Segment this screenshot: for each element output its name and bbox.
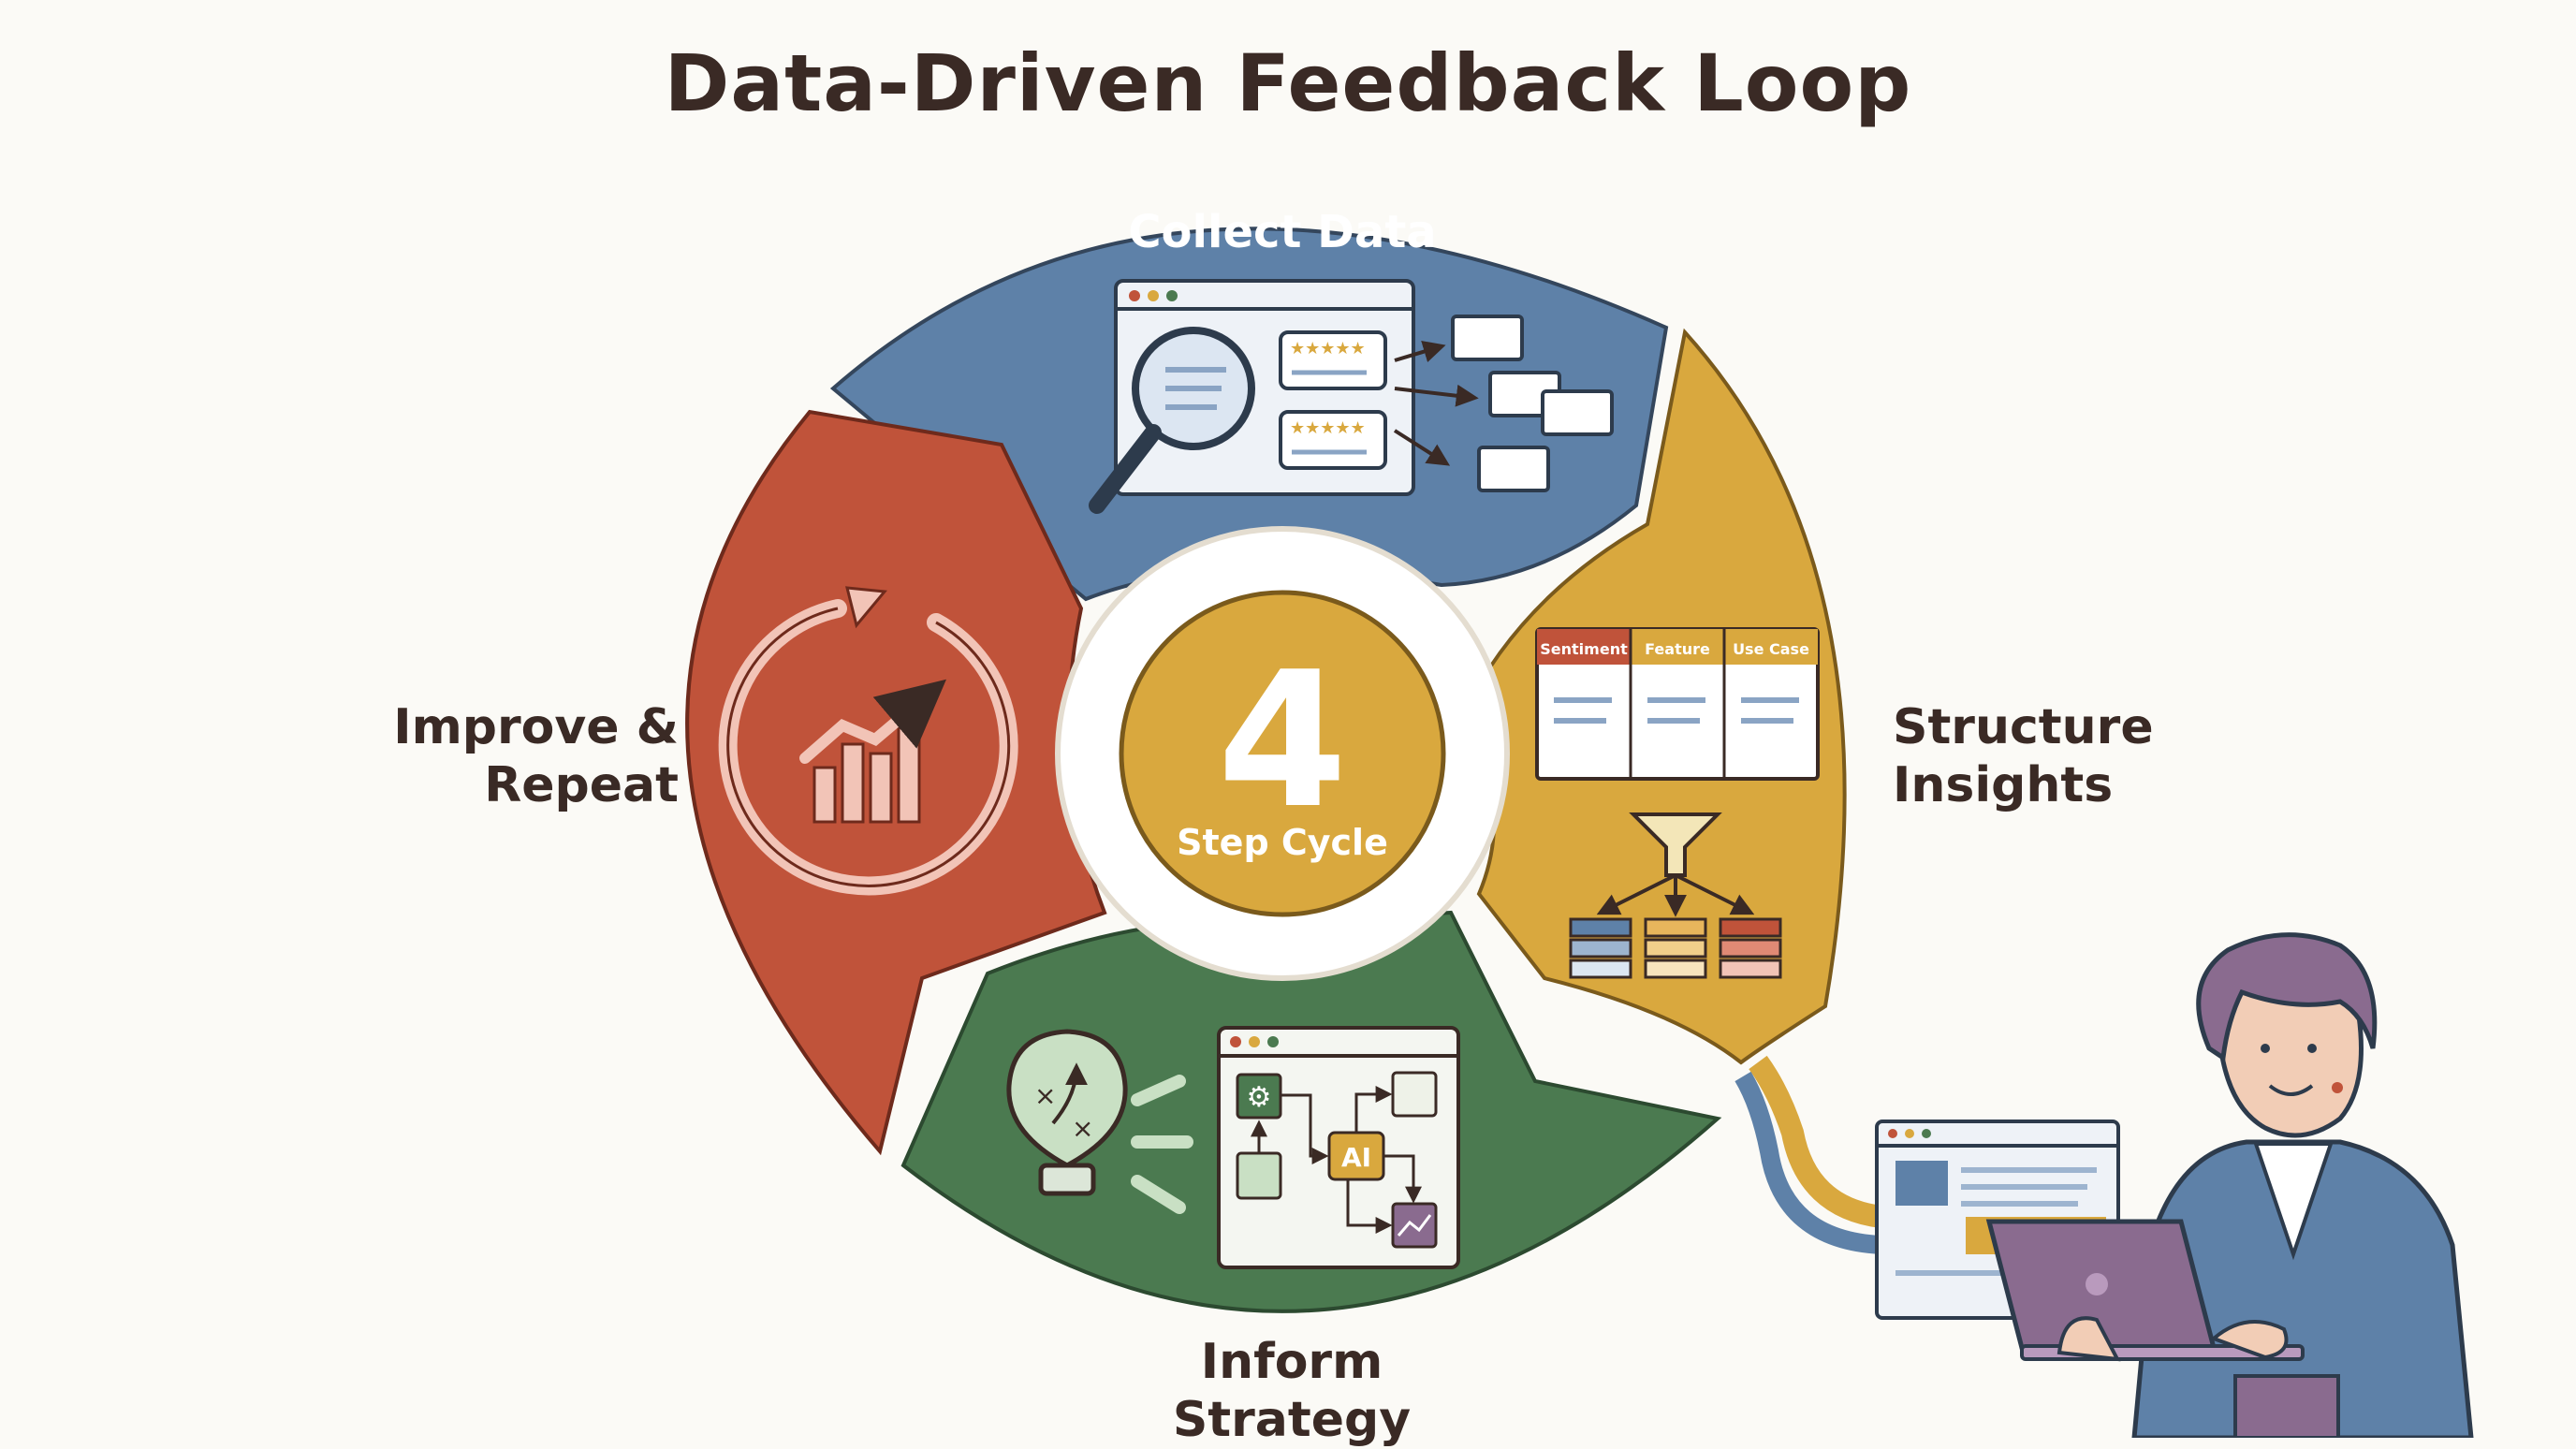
step-inform-strategy-label: Inform Strategy <box>1172 1334 1412 1448</box>
hub-caption: Step Cycle <box>1177 822 1388 863</box>
structure-insights-illustration: Sentiment Feature Use Case <box>1535 627 1820 979</box>
step-structure-insights-label: Structure Insights <box>1893 699 2154 813</box>
person-illustration <box>1985 932 2474 1438</box>
ai-chip: AI <box>1341 1142 1371 1173</box>
calendar-icon <box>1391 1071 1438 1118</box>
table-header-feature: Feature <box>1645 640 1710 658</box>
svg-text:×: × <box>1072 1113 1093 1144</box>
svg-text:★★★★★: ★★★★★ <box>1290 418 1366 438</box>
funnel-icon <box>1629 812 1722 877</box>
step-collect-data-label: Collect Data <box>1128 206 1437 258</box>
table-header-sentiment: Sentiment <box>1540 640 1628 658</box>
growth-bar-icon <box>812 766 837 824</box>
table-header-use-case: Use Case <box>1733 640 1809 658</box>
diagram-title: Data-Driven Feedback Loop <box>664 37 1912 129</box>
inform-strategy-illustration: × × ⚙ AI <box>1006 1026 1460 1269</box>
improve-repeat-illustration <box>718 586 1018 896</box>
hub-number: 4 <box>1217 632 1347 850</box>
svg-text:⚙: ⚙ <box>1247 1081 1272 1114</box>
hub-circle <box>1119 590 1446 917</box>
step-improve-repeat-label: Improve & Repeat <box>393 699 679 813</box>
hair <box>2196 932 2378 1062</box>
connector-cable <box>1749 1055 1883 1228</box>
collect-data-illustration: ★★★★★ ★★★★★ <box>1089 279 1614 514</box>
svg-text:★★★★★: ★★★★★ <box>1290 339 1366 359</box>
svg-text:×: × <box>1034 1080 1056 1111</box>
